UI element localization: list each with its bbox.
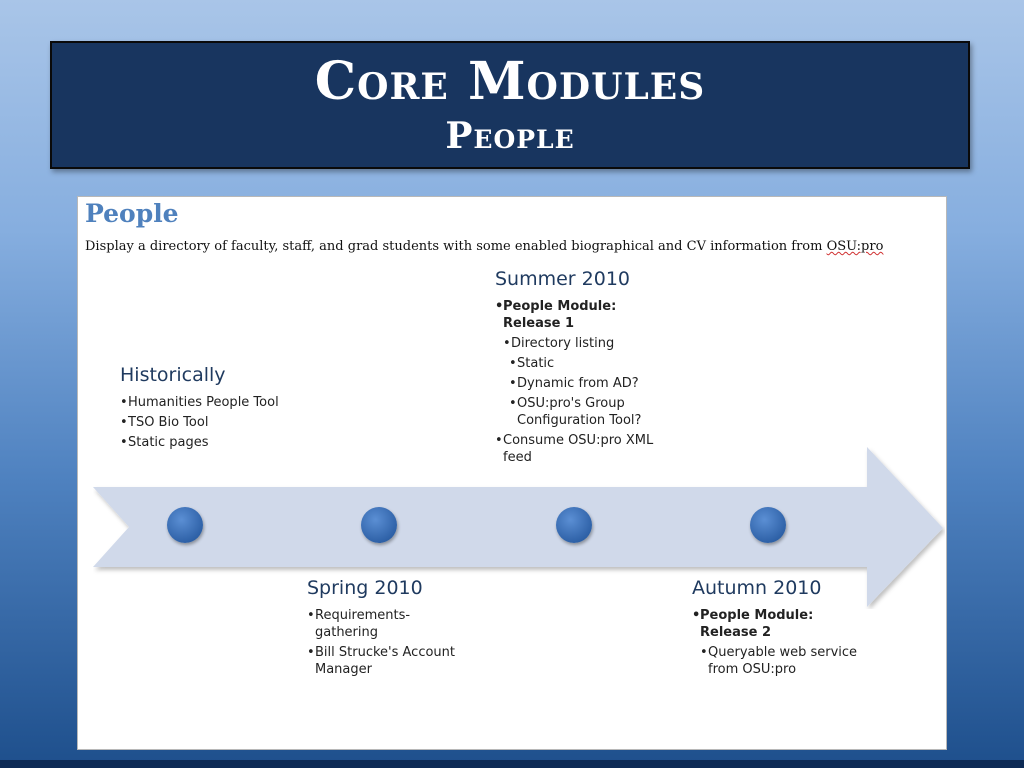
timeline-arrow-shape	[93, 447, 943, 607]
bottom-band	[0, 760, 1024, 768]
milestone-autumn-2010	[750, 507, 786, 543]
phase-title: Spring 2010	[307, 577, 423, 599]
osupro-term: OSU:pro	[826, 239, 884, 254]
list-item: Dynamic from AD?	[509, 375, 665, 392]
list-item: OSU:pro's Group Configuration Tool?	[509, 395, 665, 429]
phase-autumn-2010: Autumn 2010 People Module: Release 2 Que…	[692, 577, 862, 681]
phase-spring-2010: Spring 2010 Requirements-gathering Bill …	[307, 577, 472, 681]
phase-title: Autumn 2010	[692, 577, 822, 599]
list-item: People Module: Release 2	[692, 607, 830, 641]
phase-title: Summer 2010	[495, 268, 631, 290]
phase-title: Historically	[120, 364, 226, 386]
panel-description: Display a directory of faculty, staff, a…	[85, 239, 883, 254]
list-item: Requirements-gathering	[307, 607, 425, 641]
title-banner: Core Modules People	[50, 41, 970, 169]
description-text: Display a directory of faculty, staff, a…	[85, 239, 827, 254]
list-item: Static	[509, 355, 665, 372]
list-item: Queryable web service from OSU:pro	[700, 644, 858, 678]
phase-historically: Historically Humanities People Tool TSO …	[120, 364, 280, 454]
list-item: Static pages	[120, 434, 280, 451]
timeline-arrow	[93, 447, 943, 607]
list-item: Bill Strucke's Account Manager	[307, 644, 472, 678]
list-item: Directory listing	[503, 335, 665, 352]
slide-title: Core Modules	[314, 51, 706, 112]
list-item: People Module: Release 1	[495, 298, 633, 332]
milestone-historically	[167, 507, 203, 543]
list-item: Consume OSU:pro XML feed	[495, 432, 665, 466]
panel-heading: People	[85, 199, 179, 228]
phase-summer-2010: Summer 2010 People Module: Release 1 Dir…	[495, 268, 665, 469]
milestone-spring-2010	[361, 507, 397, 543]
content-panel: People Display a directory of faculty, s…	[77, 196, 947, 750]
slide-subtitle: People	[445, 115, 575, 157]
milestone-summer-2010	[556, 507, 592, 543]
list-item: Humanities People Tool	[120, 394, 280, 411]
list-item: TSO Bio Tool	[120, 414, 280, 431]
